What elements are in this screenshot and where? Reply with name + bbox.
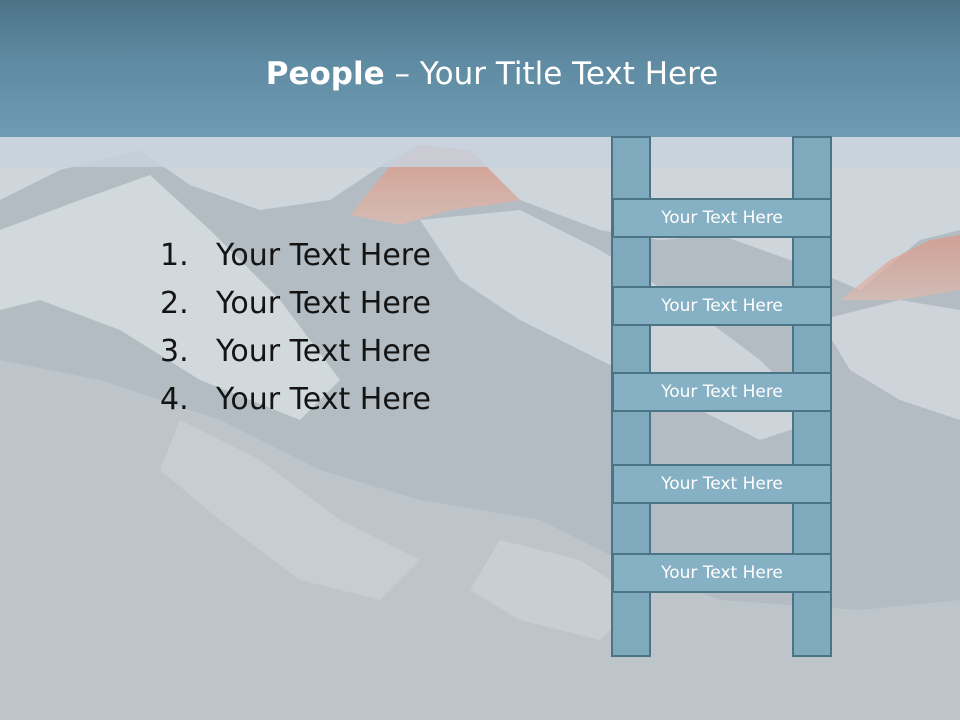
list-item-text: Your Text Here	[216, 286, 431, 321]
list-item-number: 3.	[160, 334, 189, 369]
list-item: 3. Your Text Here	[160, 328, 431, 376]
list-item-text: Your Text Here	[216, 334, 431, 369]
title-bar	[0, 0, 960, 137]
list-item-number: 2.	[160, 286, 189, 321]
list-item-number: 4.	[160, 382, 189, 417]
list-item-text: Your Text Here	[216, 238, 431, 273]
list-item: 1. Your Text Here	[160, 232, 431, 280]
list-item: 2. Your Text Here	[160, 280, 431, 328]
ladder-rung: Your Text Here	[612, 553, 832, 593]
slide-title-bold: People	[265, 56, 385, 92]
numbered-list: 1. Your Text Here 2. Your Text Here 3. Your…	[160, 232, 431, 424]
ladder-rung: Your Text Here	[612, 464, 832, 504]
slide-title-rest: – Your Title Text Here	[384, 56, 719, 92]
list-item: 4. Your Text Here	[160, 376, 431, 424]
list-item-number: 1.	[160, 238, 189, 273]
slide-title: People – Your Title Text Here	[0, 52, 960, 96]
ladder-rung: Your Text Here	[612, 372, 832, 412]
ladder-rung: Your Text Here	[612, 286, 832, 326]
list-item-text: Your Text Here	[216, 382, 431, 417]
ladder-rung: Your Text Here	[612, 198, 832, 238]
